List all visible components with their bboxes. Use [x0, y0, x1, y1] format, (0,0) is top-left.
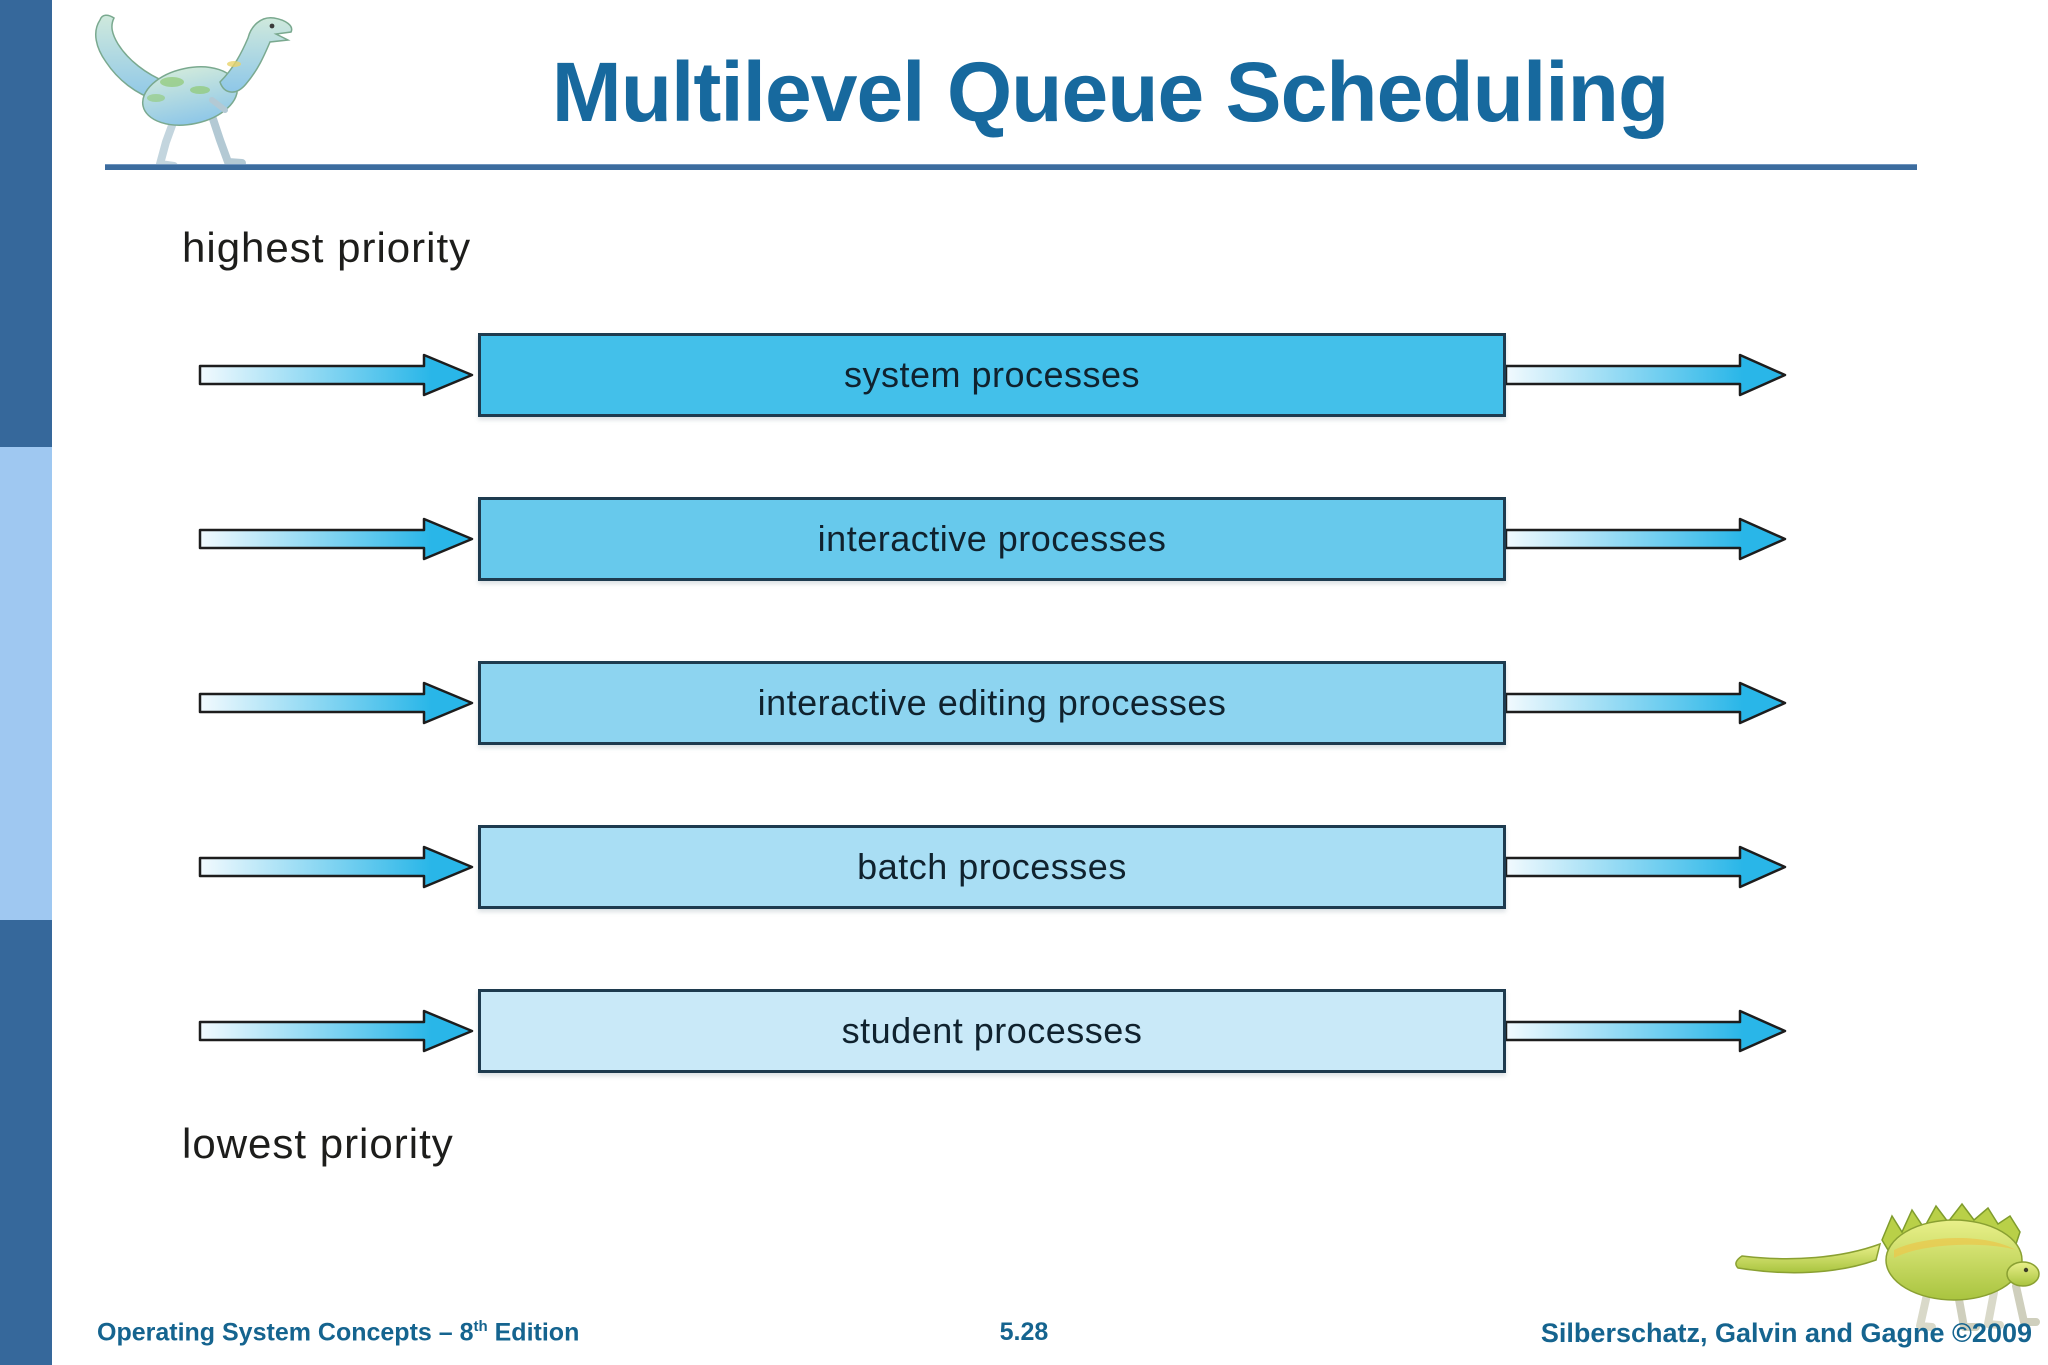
sidebar-band-bottom	[0, 920, 52, 1365]
exit-arrow-icon	[1506, 1009, 1787, 1053]
queue-box: student processes	[478, 989, 1506, 1073]
queue-row: interactive editing processes	[0, 661, 2048, 745]
lowest-priority-label: lowest priority	[182, 1120, 454, 1167]
queue-row: interactive processes	[0, 497, 2048, 581]
exit-arrow-icon	[1506, 353, 1787, 397]
queue-row: system processes	[0, 333, 2048, 417]
queue-row: student processes	[0, 989, 2048, 1073]
exit-arrow-icon	[1506, 845, 1787, 889]
queue-label: interactive processes	[817, 518, 1167, 559]
sidebar-band-middle	[0, 447, 52, 920]
queue-label: batch processes	[857, 846, 1127, 887]
queue-row: batch processes	[0, 825, 2048, 909]
sidebar-band-top	[0, 0, 52, 447]
queue-label: student processes	[841, 1010, 1143, 1051]
entry-arrow-icon	[198, 845, 474, 889]
queue-box: system processes	[478, 333, 1506, 417]
slide-title: Multilevel Queue Scheduling	[551, 45, 1670, 139]
queue-box: batch processes	[478, 825, 1506, 909]
footer-edition-text: Edition	[487, 1318, 580, 1347]
footer-superscript: th	[473, 1318, 488, 1335]
entry-arrow-icon	[198, 681, 474, 725]
entry-arrow-icon	[198, 1009, 474, 1053]
footer-book-title: Operating System Concepts – 8th Edition	[97, 1318, 579, 1347]
dinosaur-icon	[1735, 1202, 2040, 1331]
footer-book-title-text: Operating System Concepts – 8	[97, 1318, 474, 1347]
queue-label: interactive editing processes	[757, 682, 1227, 723]
entry-arrow-icon	[198, 517, 474, 561]
exit-arrow-icon	[1506, 681, 1787, 725]
queue-box: interactive processes	[478, 497, 1506, 581]
queue-box: interactive editing processes	[478, 661, 1506, 745]
entry-arrow-icon	[198, 353, 474, 397]
slide-page-number: 5.28	[999, 1318, 1049, 1346]
queue-label: system processes	[843, 354, 1141, 395]
exit-arrow-icon	[1506, 517, 1787, 561]
dinosaur-icon	[94, 14, 293, 170]
footer-authors: Silberschatz, Galvin and Gagne ©2009	[1540, 1318, 2032, 1348]
highest-priority-label: highest priority	[182, 224, 472, 271]
title-underline	[105, 164, 1917, 170]
